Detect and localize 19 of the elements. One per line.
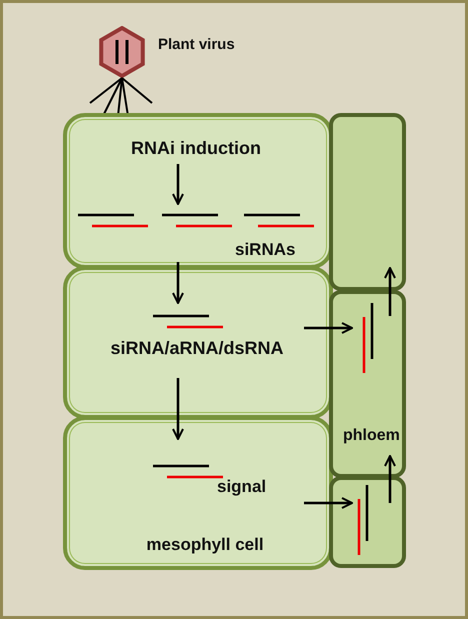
signal-label: signal [217,477,266,497]
phloem-segment [329,290,406,478]
arrow [304,322,353,334]
arrow [304,497,353,509]
virus-label: Plant virus [158,36,235,54]
cell-label: RNAi induction [131,138,261,159]
mesophyll-cell [63,266,333,419]
cell-label: siRNAs [235,240,296,260]
arrow [172,378,184,440]
phloem-segment [329,476,406,568]
mesophyll-cell [63,416,333,570]
cell-label: mesophyll cell [146,535,264,555]
cell-label: siRNA/aRNA/dsRNA [110,338,284,359]
arrow [384,455,396,503]
arrow [384,267,396,316]
arrow [172,262,184,304]
arrow [172,164,184,205]
tissue-label: phloem [343,427,400,446]
phloem-segment [329,113,406,291]
